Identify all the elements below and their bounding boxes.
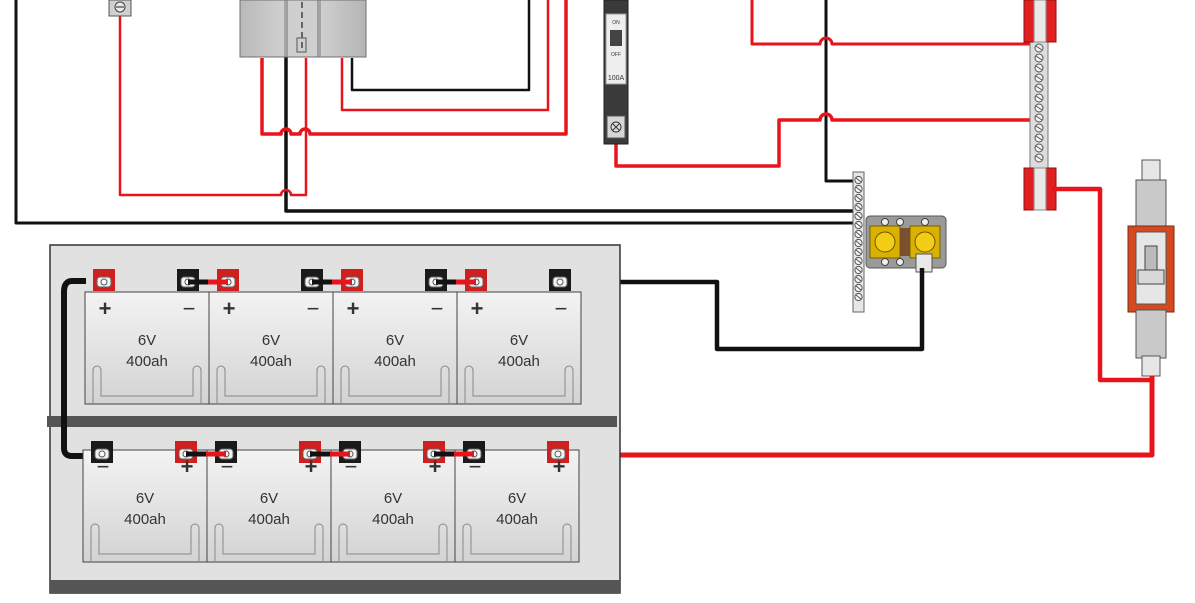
series-link-cable [61,278,92,459]
right-polarity-mark: + [429,454,442,479]
battery-top-row: + − 6V 400ah + − 6V 400ah + − 6V 400ah + − 6V 400ah [84,269,582,405]
positive-wire-breaker [614,112,1034,168]
battery-voltage-label: 6V [508,490,526,507]
main-disconnect-switch [1127,159,1175,377]
breaker-on-label: ON [612,20,620,26]
battery-capacity-label: 400ah [496,511,538,528]
battery: − +6V 400ah [330,441,456,563]
battery-capacity-label: 400ah [374,353,416,370]
positive-wire-lead-a [118,10,308,197]
battery-bottom-row: − +6V 400ah − +6V 400ah − +6V 400ah − +6V 400ah [82,441,580,563]
left-polarity-mark: + [99,296,112,321]
positive-wire-lead-b [260,0,568,136]
left-polarity-mark: − [97,454,110,479]
battery-capacity-label: 400ah [124,511,166,528]
negative-wire-system-loop [14,0,862,225]
battery-voltage-label: 6V [386,332,404,349]
battery: − +6V 400ah [82,441,208,563]
battery-voltage-label: 6V [384,490,402,507]
rack-shelf-middle [47,416,617,427]
negative-wire-box-loop [350,0,531,92]
positive-wire-bank-to-switch [576,376,1155,458]
positive-wire-lead-c [340,0,550,112]
top-left-terminal [108,0,132,17]
right-polarity-mark: + [305,454,318,479]
battery-shunt [865,215,947,273]
battery-voltage-label: 6V [510,332,528,349]
positive-terminal [93,269,115,291]
battery: + − 6V 400ah [208,269,334,405]
negative-wire-bank-to-shunt [580,268,925,352]
battery-voltage-label: 6V [262,332,280,349]
battery-capacity-label: 400ah [248,511,290,528]
bank-output-wiring [576,186,1155,458]
battery-capacity-label: 400ah [250,353,292,370]
left-polarity-mark: − [469,454,482,479]
rack-shelf-bottom [50,580,620,593]
breaker-rating-label: 100A [608,75,625,82]
upper-wiring [14,0,1034,225]
battery: − +6V 400ah [206,441,332,563]
circuit-breaker: ON OFF 100A [603,0,629,145]
left-polarity-mark: + [223,296,236,321]
battery-voltage-label: 6V [138,332,156,349]
right-polarity-mark: + [553,454,566,479]
negative-terminal [549,269,571,291]
right-polarity-mark: + [181,454,194,479]
right-polarity-mark: − [431,296,444,321]
battery-capacity-label: 400ah [372,511,414,528]
negative-wire-top-feed [824,0,856,183]
positive-wire-busbar-top [750,0,1034,46]
negative-terminal [91,441,113,463]
left-polarity-mark: − [345,454,358,479]
right-polarity-mark: − [183,296,196,321]
battery-voltage-label: 6V [260,490,278,507]
negative-busbar [852,171,865,313]
battery-capacity-label: 400ah [498,353,540,370]
battery-voltage-label: 6V [136,490,154,507]
negative-wire-device [284,55,856,213]
breaker-off-label: OFF [611,52,621,58]
battery: + − 6V 400ah [84,269,210,405]
left-polarity-mark: − [221,454,234,479]
positive-terminal [547,441,569,463]
charge-controller-box [239,0,367,58]
battery-capacity-label: 400ah [126,353,168,370]
battery: − +6V 400ah [454,441,580,563]
positive-busbar [1023,0,1057,211]
left-polarity-mark: + [471,296,484,321]
right-polarity-mark: − [307,296,320,321]
right-polarity-mark: − [555,296,568,321]
left-polarity-mark: + [347,296,360,321]
